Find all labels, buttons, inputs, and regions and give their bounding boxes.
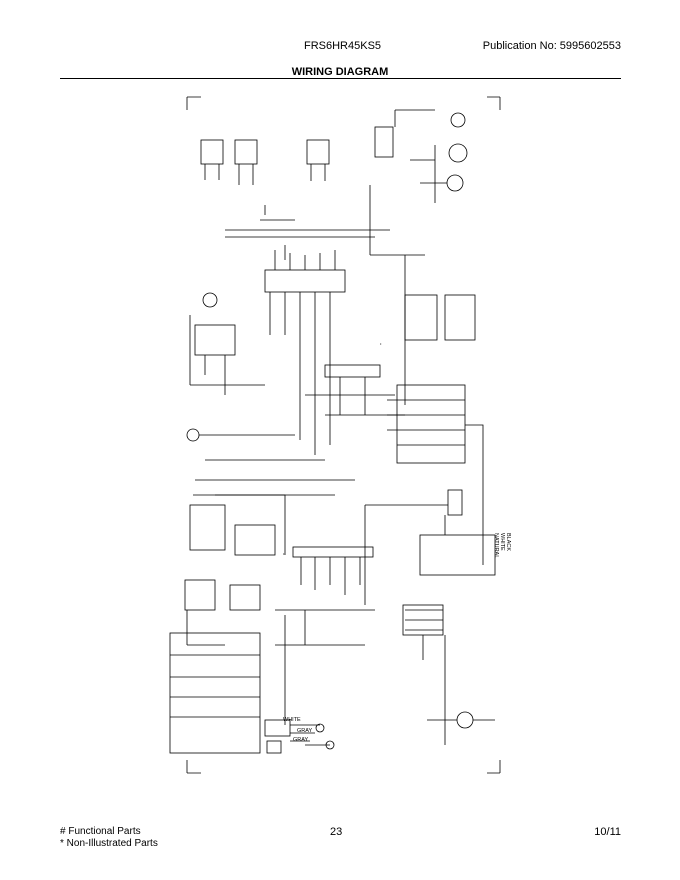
- wire-label-black: BLACK: [505, 533, 511, 551]
- page-number: 23: [330, 826, 343, 838]
- wire-label-gray-2: GRAY: [293, 737, 309, 743]
- wire-label-natural: NATURAL: [493, 533, 499, 558]
- publication-number: Publication No: 5995602553: [482, 40, 621, 52]
- page-title: WIRING DIAGRAM: [291, 66, 389, 78]
- svg-text:•: •: [380, 341, 382, 346]
- non-illustrated-note: * Non-Illustrated Parts: [60, 838, 158, 849]
- header-rule: [60, 78, 621, 79]
- svg-text:•: •: [283, 551, 285, 556]
- wire-label-white: WHITE: [283, 717, 301, 723]
- wire-label-white-2: WHITE: [499, 533, 505, 551]
- functional-parts-note: # Functional Parts: [60, 826, 141, 837]
- wire-label-gray-1: GRAY: [297, 728, 313, 734]
- model-number: FRS6HR45KS5: [304, 40, 382, 52]
- revision-date: 10/11: [594, 826, 621, 838]
- footer-legend: # Functional Parts * Non-Illustrated Par…: [60, 826, 158, 850]
- wiring-diagram: • • WHITE GRAY GRAY BLACK WHITE NATURAL: [169, 96, 511, 774]
